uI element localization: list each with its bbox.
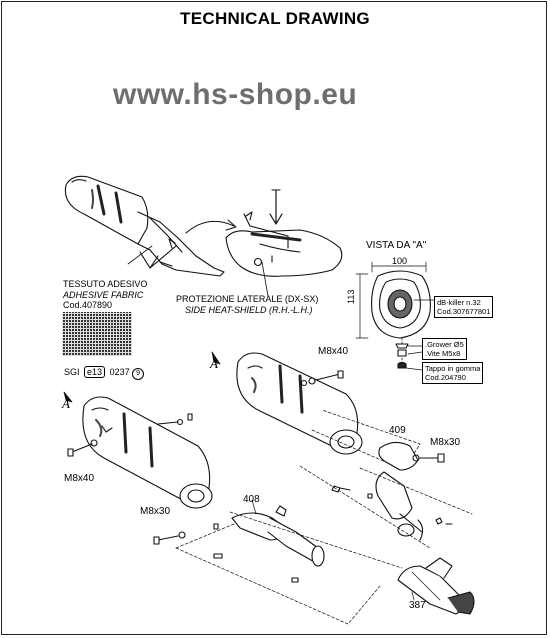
watermark-url: www.hs-shop.eu [113, 78, 358, 111]
homologation-number: 0237 [109, 367, 130, 377]
homologation-circle: 9 [132, 368, 145, 380]
end-view-A [355, 261, 435, 371]
muffler-right [236, 352, 473, 549]
grower-callout: .Grower Ø5 .Vite M5x8 [422, 338, 467, 360]
shield-label-it: PROTEZIONE LATERALE (DX-SX) [176, 294, 319, 304]
bolt-m8x40-right-label: M8x40 [318, 346, 349, 357]
bolt-m8x30-left-label: M8x30 [140, 506, 171, 517]
part-408-label: 408 [243, 494, 260, 505]
grower-line2: .Vite M5x8 [425, 349, 461, 358]
tappo-line2: Cod.204790 [425, 373, 466, 382]
page-title: TECHNICAL DRAWING [180, 9, 370, 28]
part-409-label: 409 [389, 425, 406, 436]
fabric-label-it: TESSUTO ADESIVO [63, 279, 148, 289]
db-killer-line1: dB-killer n.32 [437, 298, 481, 307]
homologation-mark: SGI e13 0237 9 [64, 366, 145, 380]
tappo-line1: Tappo in gomma [425, 364, 481, 373]
tappo-callout: Tappo in gomma Cod.204790 [422, 362, 484, 384]
part-387-label: 387 [409, 600, 426, 611]
side-heat-shield [225, 189, 343, 277]
view-width-dim: 100 [392, 256, 408, 266]
collector-387 [397, 557, 475, 615]
view-marker-a-upper: A [210, 356, 218, 371]
homologation-prefix: SGI [64, 367, 80, 377]
fabric-code: Cod.407890 [63, 300, 113, 310]
fabric-label-en: ADHESIVE FABRIC [63, 290, 144, 300]
view-title: VISTA DA "A" [366, 240, 427, 251]
bolt-m8x30-right-label: M8x30 [430, 437, 461, 448]
grower-line1: .Grower Ø5 [425, 340, 464, 349]
shield-label-en: SIDE HEAT-SHIELD (R.H.-L.H.) [185, 305, 313, 315]
bolt-m8x40-left-label: M8x40 [64, 473, 95, 484]
muffler-with-shield [64, 175, 225, 277]
view-marker-a-lower: A [62, 396, 70, 411]
db-killer-line2: Cod.307677801 [437, 307, 491, 316]
db-killer-callout: dB-killer n.32 Cod.307677801 [434, 296, 494, 318]
view-height-dim: 113 [346, 289, 356, 304]
muffler-left [67, 396, 403, 625]
adhesive-fabric-swatch [62, 312, 132, 356]
e-mark-badge: e13 [84, 366, 106, 378]
